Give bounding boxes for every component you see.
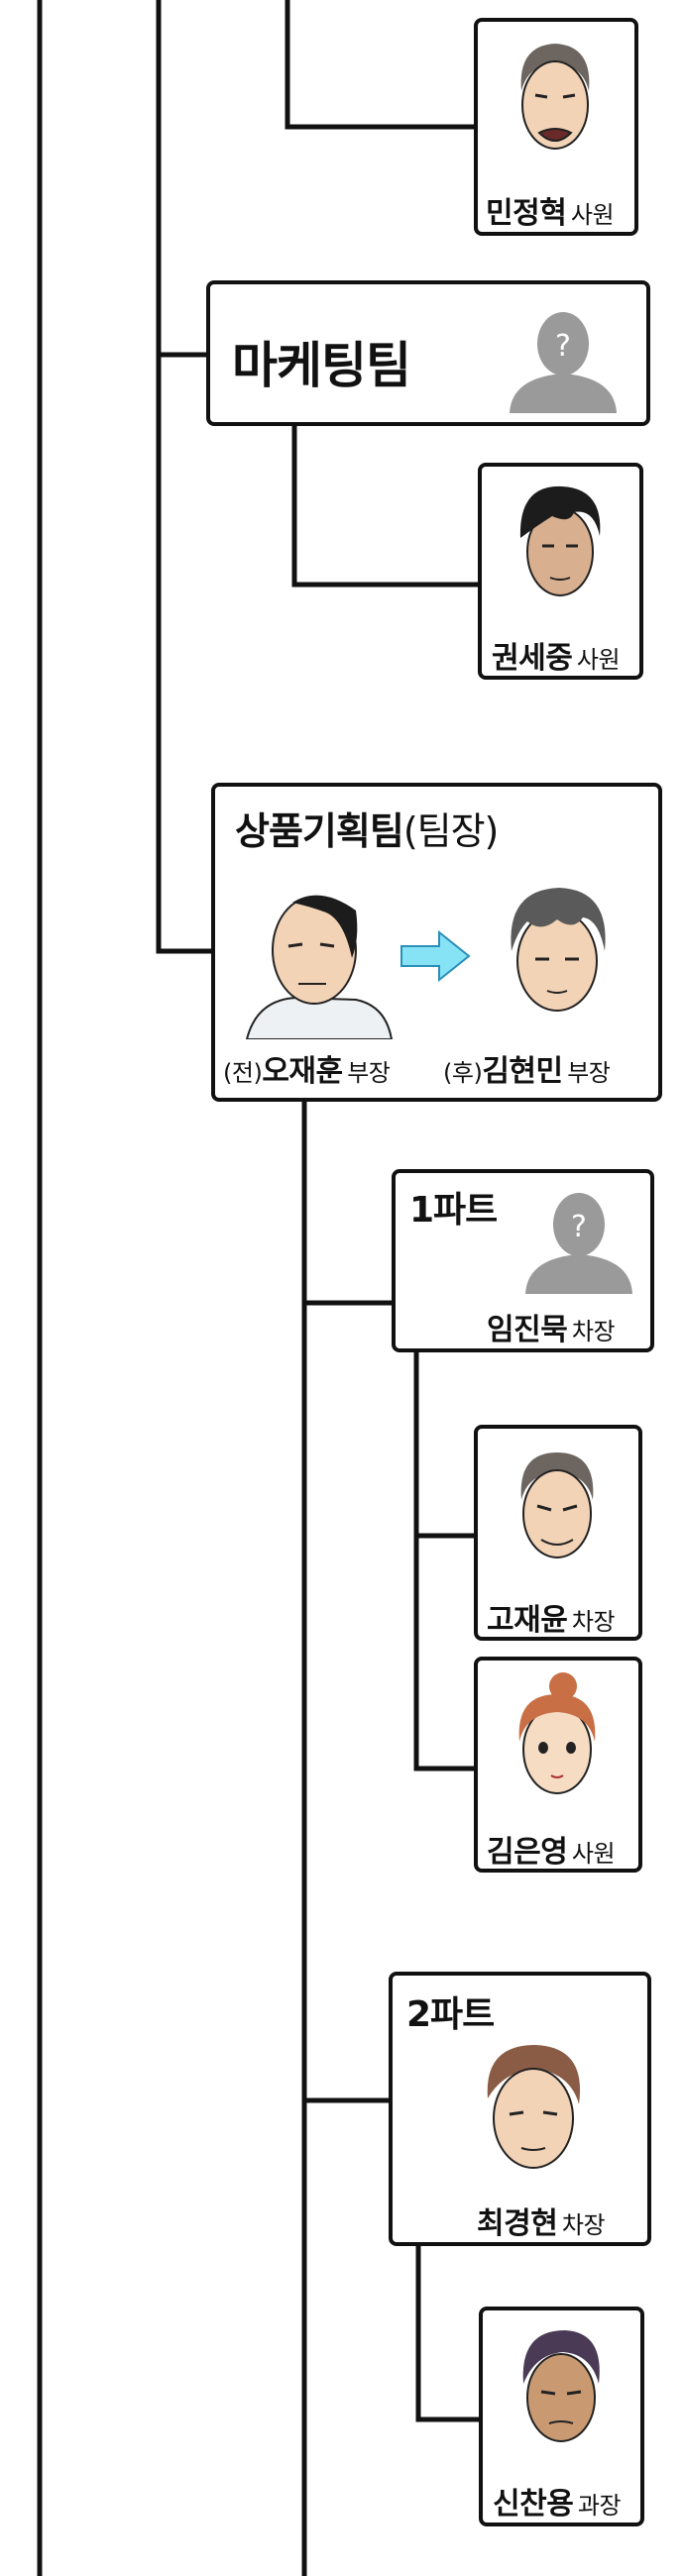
member-name: 권세중 bbox=[492, 641, 573, 676]
member-name: 오재훈 bbox=[262, 1054, 343, 1089]
member-rank: 차장 bbox=[571, 1318, 616, 1345]
member-card-min-junghyuk[interactable]: 민정혁 사원 bbox=[474, 18, 638, 236]
connector-to-min-junghyuk bbox=[285, 0, 477, 130]
ko-jaeyoon-portrait bbox=[520, 1452, 594, 1558]
choi-kyunghyun-portrait bbox=[487, 2045, 581, 2169]
team-box-product-planning[interactable]: 상품기획팀(팀장) (전)오재훈 부장 (후)김현민 부장 bbox=[211, 783, 662, 1102]
member-rank: 사원 bbox=[571, 1840, 616, 1868]
member-name: 신찬용 bbox=[493, 2487, 574, 2522]
former-mark: (전) bbox=[223, 1059, 263, 1087]
connector-to-kwon-sejung bbox=[291, 423, 481, 588]
choi-kyunghyun-label: 최경현 차장 bbox=[477, 2199, 606, 2242]
team-name: 상품기획팀 bbox=[235, 809, 404, 853]
vacant-part-leader-placeholder-icon: ? bbox=[525, 1193, 632, 1294]
part-box-part1[interactable]: 1파트 ? 임진묵 차장 bbox=[392, 1169, 654, 1352]
member-name: 최경현 bbox=[477, 2206, 558, 2241]
member-name: 고재윤 bbox=[487, 1603, 568, 1638]
oh-jaehoon-portrait bbox=[245, 895, 394, 1039]
member-name: 김은영 bbox=[487, 1835, 568, 1870]
shin-chanyong-portrait bbox=[522, 2330, 600, 2442]
member-rank: 부장 bbox=[567, 1059, 611, 1087]
kwon-sejung-portrait bbox=[519, 485, 601, 596]
member-name: 임진묵 bbox=[487, 1313, 568, 1347]
placeholder-mark: ? bbox=[555, 329, 571, 364]
member-rank: 과장 bbox=[577, 2492, 622, 2520]
team-box-marketing[interactable]: 마케팅팀 ? bbox=[206, 280, 650, 426]
connector-to-shin-chanyong bbox=[415, 2243, 482, 2422]
shin-chanyong-label: 신찬용 과장 bbox=[493, 2479, 622, 2522]
successor-mark: (후) bbox=[443, 1059, 483, 1087]
member-card-ko-jaeyoon[interactable]: 고재윤 차장 bbox=[474, 1425, 642, 1641]
marketing-team-title: 마케팅팀 bbox=[232, 337, 411, 394]
member-rank: 차장 bbox=[561, 2211, 606, 2239]
min-junghyuk-portrait bbox=[520, 44, 590, 150]
kim-hyunmin-portrait bbox=[511, 888, 606, 1012]
kim-eunyoung-portrait bbox=[518, 1672, 596, 1794]
part1-title: 1파트 bbox=[409, 1190, 498, 1231]
placeholder-mark: ? bbox=[571, 1210, 587, 1244]
lim-jinmook-label: 임진묵 차장 bbox=[487, 1305, 616, 1348]
vacant-leader-placeholder-icon: ? bbox=[510, 312, 617, 413]
member-card-kim-eunyoung[interactable]: 김은영 사원 bbox=[474, 1657, 642, 1873]
kim-hyunmin-label: (후)김현민 부장 bbox=[443, 1046, 611, 1090]
member-card-shin-chanyong[interactable]: 신찬용 과장 bbox=[479, 2307, 644, 2526]
part-box-part2[interactable]: 2파트 최경현 차장 bbox=[389, 1972, 651, 2246]
member-rank: 부장 bbox=[347, 1059, 391, 1087]
member-rank: 사원 bbox=[576, 646, 621, 674]
member-rank: 사원 bbox=[570, 201, 615, 229]
connector-to-kim-eunyoung bbox=[413, 1533, 477, 1771]
connector-to-ko-jaeyoon bbox=[413, 1349, 477, 1539]
member-card-kwon-sejung[interactable]: 권세중 사원 bbox=[478, 463, 643, 680]
oh-jaehoon-label: (전)오재훈 부장 bbox=[223, 1046, 391, 1090]
ko-jaeyoon-label: 고재윤 차장 bbox=[487, 1595, 616, 1639]
product-planning-team-title: 상품기획팀(팀장) bbox=[235, 801, 500, 855]
part2-title: 2파트 bbox=[406, 1994, 495, 2035]
kwon-sejung-label: 권세중 사원 bbox=[492, 633, 621, 677]
team-role-suffix: (팀장) bbox=[402, 809, 500, 853]
member-name: 김현민 bbox=[482, 1054, 563, 1089]
min-junghyuk-label: 민정혁 사원 bbox=[486, 188, 615, 232]
member-name: 민정혁 bbox=[486, 196, 567, 231]
kim-eunyoung-label: 김은영 사원 bbox=[487, 1827, 616, 1871]
member-rank: 차장 bbox=[571, 1608, 616, 1636]
right-arrow-icon bbox=[400, 930, 471, 982]
